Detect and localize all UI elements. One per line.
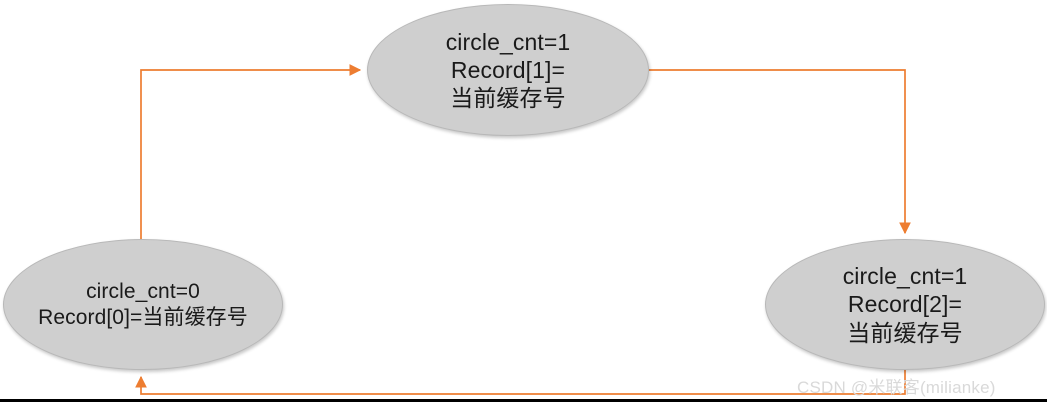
node-state0[interactable]: circle_cnt=0 Record[0]=当前缓存号	[3, 239, 283, 370]
node-state0-label: circle_cnt=0 Record[0]=当前缓存号	[38, 279, 248, 329]
node-state1[interactable]: circle_cnt=1 Record[1]= 当前缓存号	[367, 4, 649, 136]
node-state2[interactable]: circle_cnt=1 Record[2]= 当前缓存号	[765, 239, 1045, 370]
csdn-watermark: CSDN @米联客(milianke)	[797, 378, 996, 397]
edge-state1-to-state2	[649, 69, 911, 235]
edge-state2-to-state0	[135, 370, 906, 395]
edge-state0-to-state1	[140, 64, 362, 241]
bottom-edge-band	[0, 399, 1047, 402]
node-state1-label: circle_cnt=1 Record[1]= 当前缓存号	[445, 28, 571, 112]
node-state2-label: circle_cnt=1 Record[2]= 当前缓存号	[842, 263, 968, 346]
